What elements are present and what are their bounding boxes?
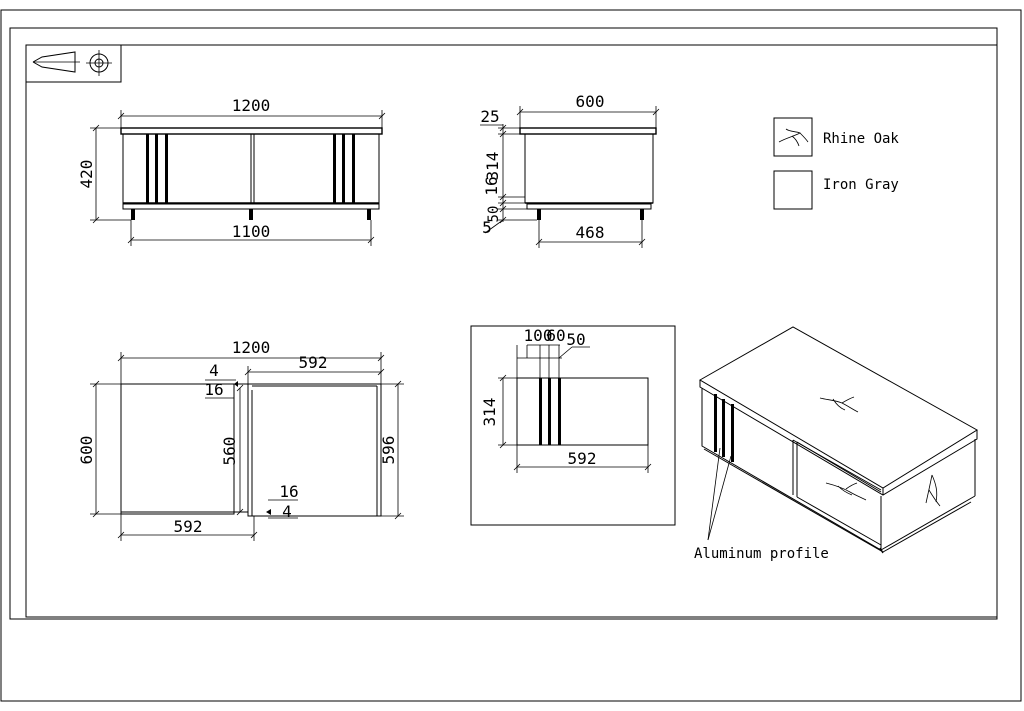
wood-grain-icon <box>778 128 809 147</box>
side-view <box>480 106 660 248</box>
detail-view <box>470 325 676 526</box>
front-height-dimension: 420 <box>77 160 96 189</box>
plan-view <box>90 352 404 541</box>
front-width-dimension: 1200 <box>232 96 271 115</box>
detail-frame <box>470 325 676 526</box>
plan-gap-dimension: 4 <box>209 361 219 380</box>
plan-bottom-panel-dimension: 16 <box>279 482 298 501</box>
front-aluminum-stripes-left <box>146 134 168 203</box>
plan-overall-width-dimension: 1200 <box>232 338 271 357</box>
plan-bottom-gap-dimension: 4 <box>282 502 292 521</box>
side-leg-left <box>537 209 541 220</box>
front-leg-left <box>131 209 135 220</box>
side-drawer-height-dimension: 314 <box>483 152 502 181</box>
iso-wood-grain-side-icon <box>925 474 941 507</box>
side-body <box>524 133 654 204</box>
iso-front-face <box>701 388 882 551</box>
drawing-area-border <box>25 44 998 618</box>
front-leg-span-dimension: 1100 <box>232 222 271 241</box>
side-base-frame <box>526 203 652 210</box>
side-leg-right <box>640 209 644 220</box>
front-leg-right <box>367 209 371 220</box>
detail-panel <box>516 377 649 446</box>
projection-symbol <box>25 44 122 83</box>
detail-spacing-a-dimension: 100 <box>524 326 553 345</box>
detail-height-dimension: 314 <box>480 398 499 427</box>
side-foot-height-dimension: 5 <box>482 218 492 237</box>
iso-wood-grain-top-icon <box>819 396 859 413</box>
side-shelf-thickness-dimension: 16 <box>482 176 501 195</box>
plan-left-half-width-dimension: 592 <box>174 517 203 536</box>
plan-right-half-width-dimension: 592 <box>299 353 328 372</box>
side-top-panel <box>519 127 657 135</box>
aluminum-profile-leader-1 <box>707 447 721 541</box>
rhine-oak-swatch <box>773 117 813 157</box>
front-view <box>90 110 386 246</box>
iron-gray-swatch <box>773 170 813 210</box>
sheet-frame <box>9 27 998 620</box>
plan-inner-depth-dimension: 560 <box>220 437 239 466</box>
side-leg-span-dimension: 468 <box>576 223 605 242</box>
detail-width-dimension: 592 <box>568 449 597 468</box>
plan-right-depth-dimension: 596 <box>379 436 398 465</box>
front-leg-center <box>249 209 253 220</box>
front-top-panel <box>120 127 383 135</box>
aluminum-profile-label: Aluminum profile <box>694 546 829 562</box>
front-base-frame <box>122 203 380 210</box>
sheet-outer-border <box>0 9 1022 702</box>
legend <box>773 117 813 210</box>
detail-spacing-b-dimension: 60 <box>546 326 565 345</box>
isometric-view <box>699 326 978 554</box>
side-base-gap-dimension: 50 <box>486 206 502 223</box>
aluminum-profile-leader-2 <box>707 455 732 541</box>
side-top-thickness-dimension: 25 <box>480 107 499 126</box>
plan-panel-thickness-dimension: 16 <box>204 380 223 399</box>
legend-rhine-oak-label: Rhine Oak <box>823 131 899 147</box>
legend-iron-gray-label: Iron Gray <box>823 177 899 193</box>
side-depth-dimension: 600 <box>576 92 605 111</box>
front-aluminum-stripes-right <box>333 134 355 203</box>
target-circle-icon <box>86 50 112 76</box>
iso-aluminum-stripes <box>714 394 734 462</box>
plan-left-depth-dimension: 600 <box>77 436 96 465</box>
plan-right-half <box>247 383 382 517</box>
plan-left-half <box>120 383 235 515</box>
detail-profile-width-dimension: 50 <box>566 330 585 349</box>
iso-wood-grain-shelf-icon <box>825 482 867 501</box>
